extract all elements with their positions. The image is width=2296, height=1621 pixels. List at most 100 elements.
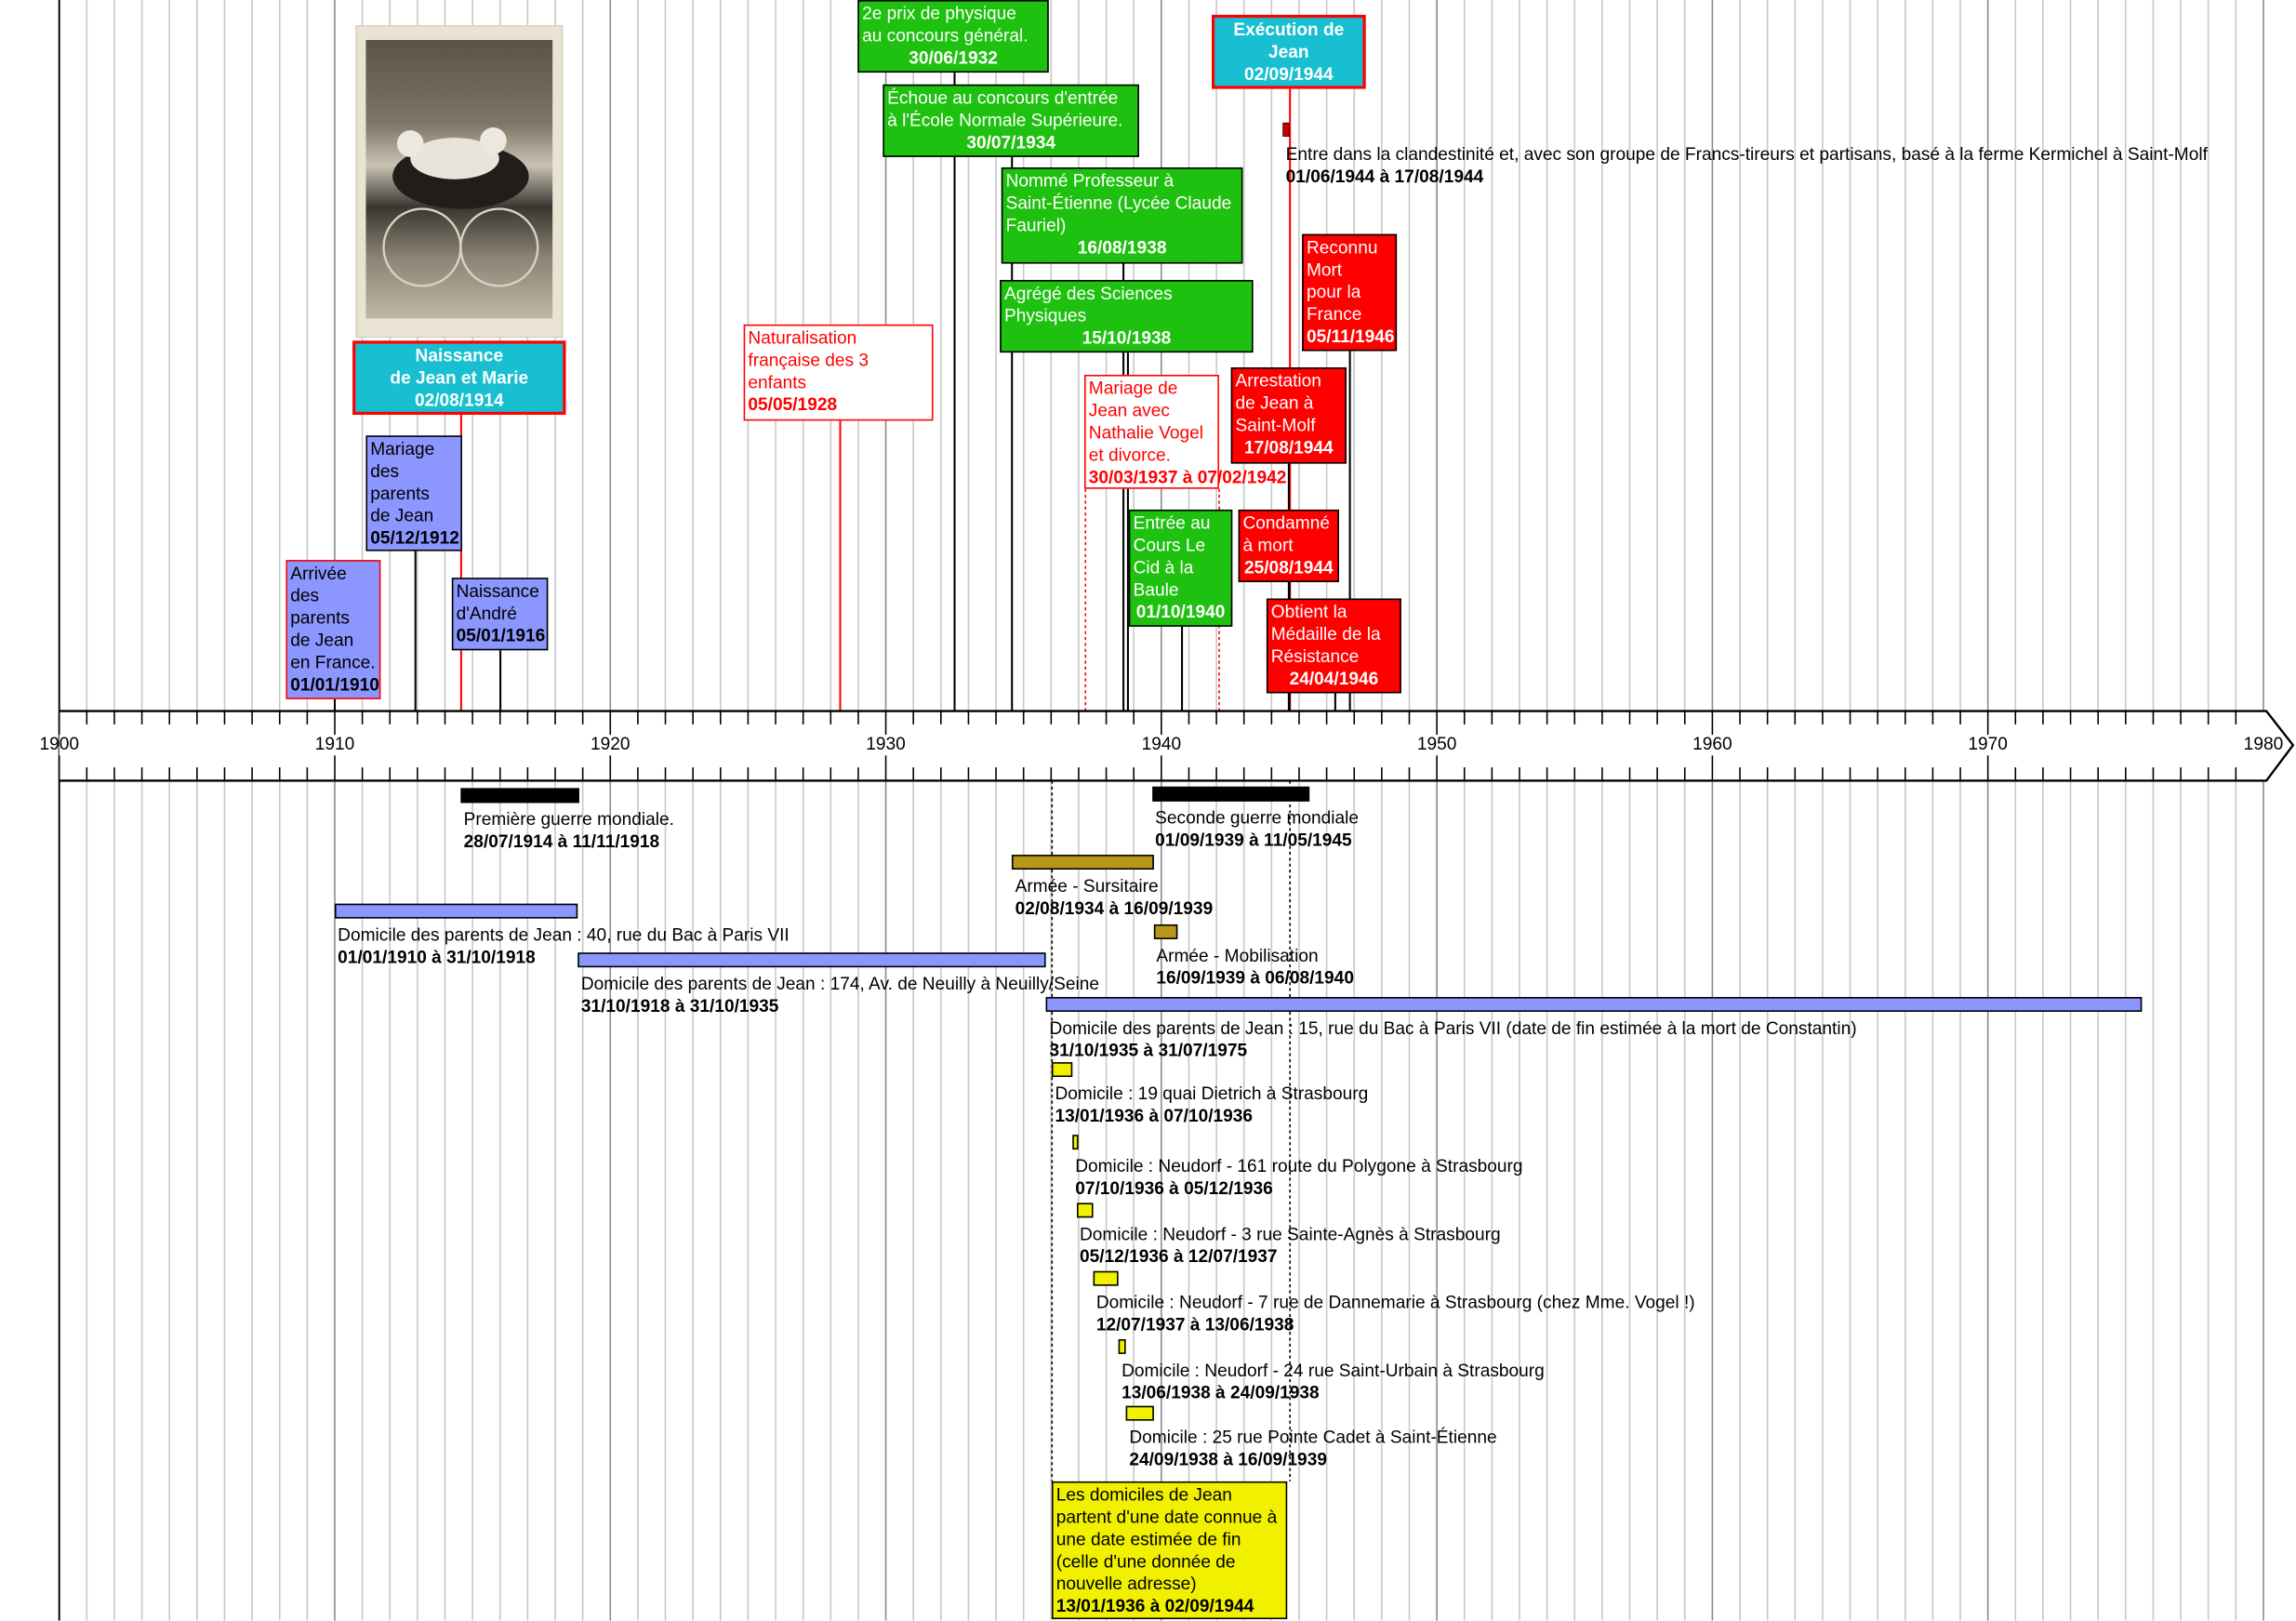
clandestinite-dates: 01/06/1944 à 17/08/1944: [1285, 166, 1484, 187]
event-text-line: à mort: [1242, 535, 1294, 556]
event-text-line: Naissance: [415, 345, 504, 366]
note-text-line: nouvelle adresse): [1055, 1573, 1197, 1594]
period-text-urbain: Domicile : Neudorf - 24 rue Saint-Urbain…: [1121, 1360, 1545, 1404]
event-text-line: Nommé Professeur à: [1005, 170, 1175, 192]
period-dates: 13/01/1936 à 07/10/1936: [1055, 1105, 1254, 1126]
time-axis: [59, 710, 2295, 782]
event-text-line: Médaille de la: [1270, 623, 1381, 644]
event-date: 02/09/1944: [1243, 63, 1334, 85]
event-text-line: Mariage: [370, 438, 435, 459]
period-dates: 28/07/1914 à 11/11/1918: [463, 830, 660, 852]
event-text-line: Physiques: [1003, 305, 1087, 326]
period-label: Domicile des parents de Jean : 174, Av. …: [580, 973, 1099, 994]
event-date: 05/05/1928: [748, 393, 838, 416]
note-dates: 13/01/1936 à 02/09/1944: [1055, 1595, 1254, 1616]
period-label: Domicile : Neudorf - 7 rue de Dannemarie…: [1095, 1292, 1695, 1313]
period-bar-wwi: [460, 788, 579, 804]
period-bar-polygone: [1072, 1135, 1079, 1150]
event-text-line: 2e prix de physique: [862, 3, 1016, 24]
period-bar-mobilisation: [1153, 923, 1178, 939]
period-dates: 02/08/1934 à 16/09/1939: [1015, 897, 1214, 919]
period-label: Armée - Mobilisation: [1156, 945, 1319, 966]
period-bar-urbain: [1118, 1338, 1127, 1354]
period-label: Domicile : Neudorf - 24 rue Saint-Urbain…: [1121, 1360, 1545, 1381]
event-date: 01/10/1940: [1135, 601, 1226, 623]
axis-year-label: 1920: [591, 733, 630, 754]
event-date: 30/03/1937 à 07/02/1942: [1088, 466, 1287, 488]
event-date: 05/12/1912: [370, 527, 459, 549]
period-text-dannemarie: Domicile : Neudorf - 7 rue de Dannemarie…: [1096, 1292, 1695, 1336]
axis-year-label: 1980: [2243, 733, 2284, 754]
period-label: Seconde guerre mondiale: [1155, 807, 1360, 829]
period-text-cadet: Domicile : 25 rue Pointe Cadet à Saint-É…: [1129, 1427, 1496, 1471]
event-date: 15/10/1938: [1082, 327, 1172, 349]
event-text-line: Cid à la: [1133, 556, 1194, 578]
event-text-line: Fauriel): [1005, 214, 1067, 236]
event-text-line: Saint-Molf: [1235, 415, 1316, 436]
event-text-line: de Jean: [370, 505, 434, 526]
event-text-line: au concours général.: [862, 25, 1029, 47]
period-dates: 05/12/1936 à 12/07/1937: [1079, 1245, 1278, 1267]
event-date: 24/04/1946: [1289, 668, 1379, 689]
event-text-line: Mort: [1306, 259, 1343, 281]
event-text-line: des: [370, 460, 400, 482]
event-text-line: Naturalisation: [748, 327, 857, 349]
event-text-line: Entrée au: [1133, 512, 1211, 534]
period-label: Première guerre mondiale.: [463, 808, 674, 830]
period-label: Domicile : Neudorf - 3 rue Sainte-Agnès …: [1079, 1223, 1501, 1245]
period-label: Armée - Sursitaire: [1015, 875, 1159, 897]
event-text-line: de Jean: [290, 629, 354, 651]
period-text-neuilly: Domicile des parents de Jean : 174, Av. …: [581, 974, 1099, 1018]
axis-year-label: 1960: [1692, 733, 1732, 754]
period-text-wwi: Première guerre mondiale.28/07/1914 à 11…: [464, 809, 674, 854]
period-dates: 13/06/1938 à 24/09/1938: [1121, 1382, 1320, 1403]
period-bar-dannemarie: [1093, 1270, 1119, 1286]
axis-year-label: 1930: [866, 733, 906, 754]
event-text-line: Saint-Étienne (Lycée Claude: [1005, 193, 1232, 214]
event-date: 05/01/1916: [456, 625, 546, 646]
period-dates: 12/07/1937 à 13/06/1938: [1095, 1313, 1294, 1335]
event-text-line: Résistance: [1270, 645, 1360, 667]
event-text-line: de Jean et Marie: [390, 367, 529, 389]
event-date: 05/11/1946: [1306, 326, 1395, 347]
period-text-dietrich: Domicile : 19 quai Dietrich à Strasbourg…: [1055, 1083, 1368, 1127]
event-date: 25/08/1944: [1243, 556, 1334, 578]
period-bar-dietrich: [1052, 1062, 1073, 1078]
period-label: Domicile : 25 rue Pointe Cadet à Saint-É…: [1129, 1426, 1497, 1448]
event-date: 30/07/1934: [966, 131, 1055, 153]
period-bar-bac15: [1046, 997, 2143, 1012]
event-text-line: en France.: [290, 651, 376, 673]
event-text-line: d'André: [456, 603, 517, 624]
period-label: Domicile des parents de Jean : 40, rue d…: [338, 923, 790, 946]
period-text-agnes: Domicile : Neudorf - 3 rue Sainte-Agnès …: [1080, 1224, 1501, 1269]
axis-year-label: 1910: [314, 733, 355, 754]
event-text-line: à l'École Normale Supérieure.: [887, 109, 1123, 131]
event-text-line: Arrivée: [290, 563, 347, 584]
event-text-line: de Jean à: [1235, 392, 1314, 414]
period-dates: 07/10/1936 à 05/12/1936: [1075, 1177, 1273, 1199]
event-text-line: Baule: [1133, 578, 1179, 601]
note-text-line: une date estimée de fin: [1055, 1528, 1241, 1550]
event-text-line: Échoue au concours d'entrée: [887, 86, 1119, 109]
period-dates: 24/09/1938 à 16/09/1939: [1129, 1448, 1327, 1470]
period-bar-neuilly: [577, 952, 1047, 968]
event-text-line: pour la: [1306, 281, 1361, 302]
period-bar-wwii: [1151, 786, 1309, 802]
clandestinite-marker: [1282, 122, 1290, 137]
period-label: Domicile des parents de Jean : 15, rue d…: [1049, 1017, 1857, 1039]
